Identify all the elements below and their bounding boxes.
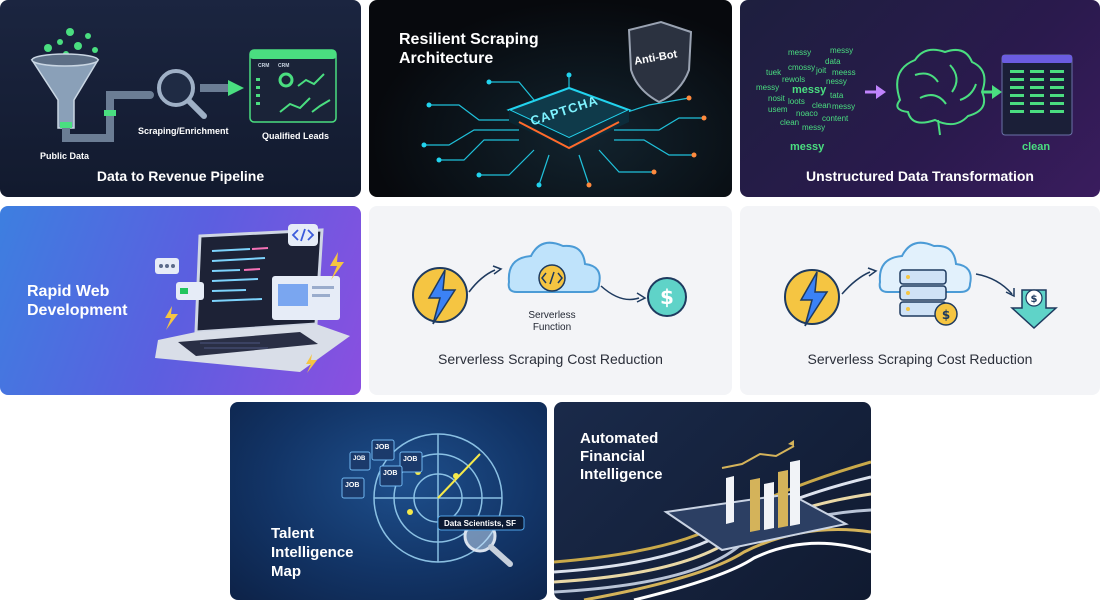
card-title: Unstructured Data Transformation	[806, 168, 1034, 184]
dashboard-tag: CRM	[258, 63, 270, 69]
job-tag: JOB	[375, 444, 390, 451]
messy-word: messy	[756, 83, 780, 92]
radar-illustration	[341, 433, 525, 567]
lightning-icon	[427, 269, 457, 325]
dollar-coin-icon	[647, 277, 687, 317]
pipeline-illustration	[30, 28, 337, 142]
clean-label: clean	[1022, 141, 1051, 153]
messy-word: clean	[780, 118, 800, 127]
serverless-function-illustration: $	[412, 241, 687, 325]
messy-word: messy	[832, 102, 856, 111]
messy-word: joit	[816, 66, 827, 75]
svg-text:$: $	[1031, 294, 1038, 305]
messy-word: messy	[792, 84, 827, 96]
server-stack-icon	[899, 269, 947, 317]
messy-word: meess	[832, 68, 856, 77]
svg-text:$: $	[660, 285, 674, 309]
bar-chart-icon	[726, 460, 800, 532]
card-serverless-cost-reduction[interactable]: $ Serverless Function Serverless Scrapin…	[369, 206, 732, 395]
function-label-line-1: Serverless	[528, 310, 576, 321]
card-serverless-cost-reduction-servers[interactable]: $ $ Serverless Scraping Cost Reduction	[740, 206, 1100, 395]
card-title-line-2: Development	[27, 302, 128, 319]
card-resilient-scraping-architecture[interactable]: CAPTCHA Anti-Bot Resilient Scraping Arch…	[369, 0, 732, 197]
card-rapid-web-development[interactable]: Rapid Web Development	[0, 206, 361, 395]
messy-word: loots	[788, 97, 805, 106]
messy-word: nosit	[768, 94, 785, 103]
function-label-line-2: Function	[532, 322, 572, 333]
card-title-line-2: Architecture	[399, 50, 494, 67]
card-title: Data to Revenue Pipeline	[96, 168, 265, 184]
dollar-coin-icon	[934, 302, 958, 326]
label-scraping-enrichment: Scraping/Enrichment	[138, 126, 229, 136]
shield-icon	[627, 20, 693, 104]
funnel-icon	[30, 59, 100, 129]
card-title-line-2: Intelligence	[271, 544, 354, 561]
messy-word: messy	[788, 48, 812, 57]
brain-icon	[896, 48, 986, 136]
messy-word: messy	[802, 123, 826, 132]
messy-word: rewols	[782, 75, 806, 84]
messy-word: usem	[768, 105, 788, 114]
down-arrow-icon	[1010, 289, 1058, 330]
card-title: Serverless Scraping Cost Reduction	[807, 351, 1033, 367]
card-title-line-1: Rapid Web	[27, 283, 110, 300]
messy-label: messy	[790, 141, 825, 153]
messy-word: tata	[830, 91, 844, 100]
job-tag: JOB	[383, 470, 398, 477]
messy-word: messy	[830, 46, 854, 55]
messy-word: tuek	[766, 68, 782, 77]
job-tag: JOB	[403, 456, 418, 463]
messy-word: nessy	[826, 77, 847, 86]
dashboard-panel	[249, 49, 337, 123]
job-tag: JOB	[353, 456, 366, 462]
laptop-illustration	[155, 224, 350, 373]
messy-word: content	[822, 114, 849, 123]
messy-word: clean	[812, 101, 832, 110]
svg-text:$: $	[942, 308, 950, 322]
financial-chart-illustration	[554, 440, 871, 600]
card-title-line-1: Resilient Scraping	[399, 31, 539, 48]
brain-transform-illustration	[865, 48, 1073, 136]
dashboard-tag: CRM	[278, 63, 290, 69]
search-label: Data Scientists, SF	[444, 519, 517, 528]
code-icon	[541, 271, 563, 285]
lightning-icon	[306, 354, 317, 373]
job-tag: JOB	[345, 482, 360, 489]
messy-word: cmossy	[788, 63, 816, 72]
lightning-icon	[330, 252, 344, 280]
label-qualified-leads: Qualified Leads	[262, 131, 330, 141]
card-title-line-2: Financial	[580, 448, 646, 465]
lightning-icon	[165, 306, 178, 330]
card-unstructured-data-transformation[interactable]: messy messy data tuek cmossy joit meess …	[740, 0, 1100, 197]
card-talent-intelligence-map[interactable]: JOB JOB JOB JOB JOB Data Scientists, SF …	[230, 402, 547, 600]
card-title-line-3: Map	[271, 563, 301, 580]
card-data-to-revenue-pipeline[interactable]: CRM CRM Public Data Scraping/Enrichment …	[0, 0, 361, 197]
card-title-line-3: Intelligence	[580, 466, 663, 483]
code-icon	[291, 228, 315, 242]
card-title-line-1: Talent	[271, 525, 315, 542]
lightning-icon	[799, 271, 829, 327]
card-title-line-1: Automated	[580, 430, 659, 447]
magnifier-icon	[157, 69, 195, 107]
card-automated-financial-intelligence[interactable]: Automated Financial Intelligence	[554, 402, 871, 600]
label-public-data: Public Data	[40, 151, 90, 161]
messy-word: data	[825, 57, 841, 66]
messy-word: noaco	[796, 109, 818, 118]
card-title: Serverless Scraping Cost Reduction	[438, 351, 663, 367]
serverless-servers-illustration: $ $	[784, 241, 1058, 330]
captcha-chip-illustration	[421, 20, 707, 188]
